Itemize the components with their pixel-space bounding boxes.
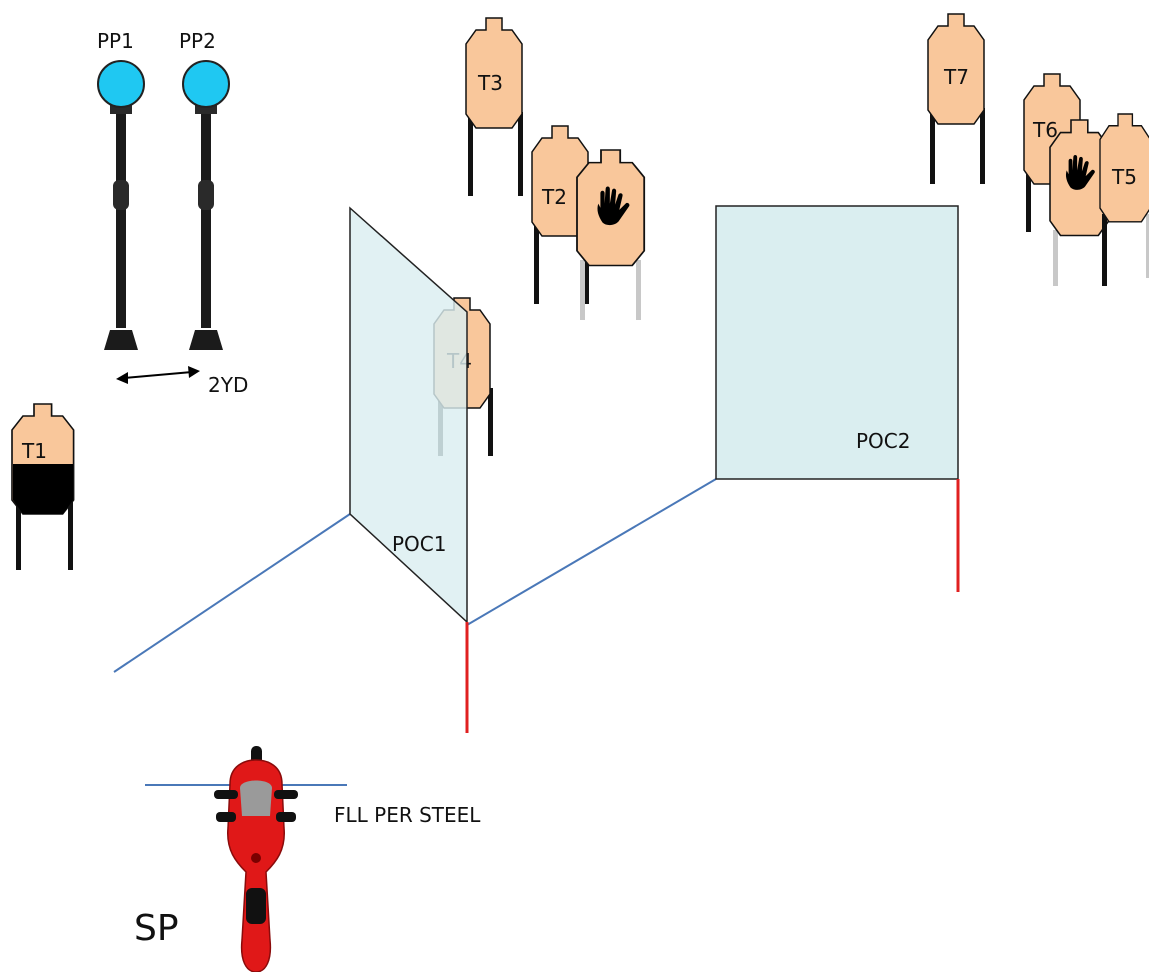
label-pp1: PP1 (97, 29, 134, 53)
label-t2: T2 (541, 185, 567, 209)
distance-arrow (116, 366, 200, 384)
label-poc2: POC2 (856, 429, 911, 453)
no-shoot-1 (576, 149, 646, 320)
label-sp: SP (134, 908, 179, 949)
label-t1: T1 (21, 439, 47, 463)
steel-popper-icon (182, 60, 230, 108)
label-t7: T7 (943, 65, 969, 89)
motorcycle-icon (214, 746, 298, 972)
wall-poc1 (349, 206, 468, 624)
label-2yd: 2YD (208, 373, 248, 397)
target-t7 (927, 13, 985, 184)
popper-pp1 (97, 60, 145, 350)
steel-popper-icon (97, 60, 145, 108)
target-t1 (11, 403, 75, 570)
target-t5 (1099, 113, 1149, 278)
label-t6: T6 (1032, 118, 1058, 142)
label-pp2: PP2 (179, 29, 216, 53)
wall-poc2 (715, 205, 959, 480)
label-t5: T5 (1111, 165, 1137, 189)
label-fll: FLL PER STEEL (334, 803, 481, 827)
target-t3 (465, 17, 523, 196)
label-t3: T3 (477, 71, 503, 95)
label-poc1: POC1 (392, 532, 447, 556)
popper-pp2 (182, 60, 230, 350)
